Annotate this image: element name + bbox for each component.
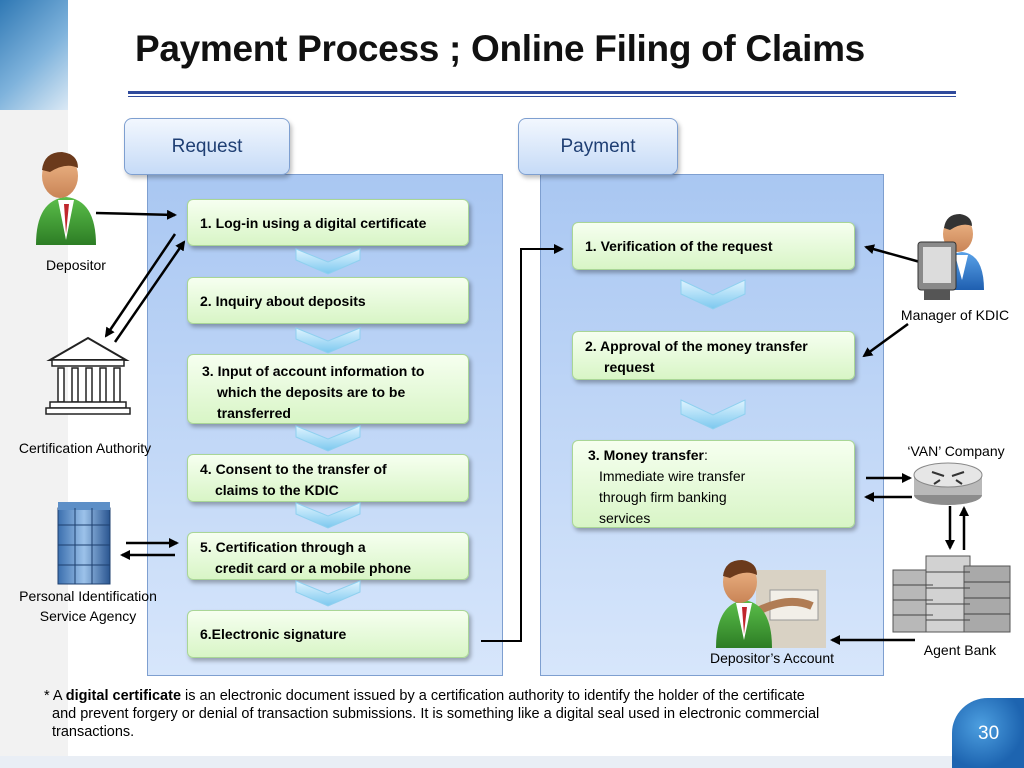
bank-office-buildings-icon [892, 555, 1011, 633]
arrow-login-to-ca [104, 233, 177, 338]
corner-decoration [0, 0, 68, 110]
office-building-icon [57, 502, 111, 585]
request-step-1: 1. Log-in using a digital certificate [187, 199, 469, 246]
title-rule-thin [128, 96, 956, 97]
footnote-term: digital certificate [65, 688, 182, 704]
request-step-1-text: 1. Log-in using a digital certificate [200, 215, 427, 231]
request-step-3: 3. Input of account information to which… [187, 354, 469, 424]
request-step-4: 4. Consent to the transfer of claims to … [187, 454, 469, 502]
footnote-prefix: * A [44, 688, 66, 704]
request-step-6: 6.Electronic signature [187, 610, 469, 658]
request-step-5: 5. Certification through a credit card o… [187, 532, 469, 580]
payment-step-2: 2. Approval of the money transfer reques… [572, 331, 855, 380]
agent-bank-label: Agent Bank [923, 642, 997, 658]
van-company-label: ‘VAN’ Company [907, 443, 1005, 459]
chevron-down-icon [680, 279, 746, 310]
chevron-down-icon [295, 327, 361, 354]
request-step-6-text: 6.Electronic signature [200, 626, 347, 642]
arrow-manager-to-approval [862, 322, 909, 358]
request-step-4-text: 4. Consent to the transfer of [200, 461, 387, 477]
slide-title: Payment Process ; Online Filing of Claim… [135, 28, 865, 69]
chevron-down-icon [680, 399, 746, 430]
payment-step-1-text: 1. Verification of the request [585, 238, 773, 254]
payment-step-2-line2: request [604, 359, 655, 375]
request-step-5-text: 5. Certification through a [200, 539, 366, 555]
bank-building-icon [45, 336, 131, 415]
footnote: * A digital certificate is an electronic… [44, 687, 964, 741]
request-step-3-line3: transferred [217, 405, 291, 421]
arrow-signature-to-verification [481, 244, 564, 642]
payment-step-3-text: 3. Money transfer [588, 447, 704, 463]
request-step-3-text: 3. Input of account information to [202, 363, 425, 379]
payment-step-3-line3: through firm banking [599, 489, 727, 505]
depositor-account-label: Depositor’s Account [710, 650, 834, 666]
arrow-depositor-to-login [95, 209, 177, 220]
depositor-account-icon [716, 560, 826, 648]
manager-label: Manager of KDIC [900, 307, 1010, 323]
depositor-person-icon [36, 152, 96, 245]
identification-agency-line1: Personal Identification [19, 588, 157, 604]
chevron-down-icon [295, 580, 361, 607]
payment-step-1: 1. Verification of the request [572, 222, 855, 270]
request-header: Request [124, 118, 290, 175]
title-rule [128, 91, 956, 94]
request-step-2: 2. Inquiry about deposits [187, 277, 469, 324]
payment-step-2-text: 2. Approval of the money transfer [585, 338, 808, 354]
footnote-line1: * A digital certificate is an electronic… [44, 687, 964, 705]
identification-agency-line2: Service Agency [39, 608, 137, 624]
footnote-line3: transactions. [52, 724, 135, 740]
footnote-line2: and prevent forgery or denial of transac… [52, 706, 820, 722]
payment-step-3-heading: 3. Money transfer: [588, 445, 844, 466]
request-step-4-line2: claims to the KDIC [215, 482, 339, 498]
payment-step-3-line4: services [599, 510, 651, 526]
certification-authority-label: Certification Authority [18, 440, 152, 456]
footnote-rest: is an electronic document issued by a ce… [181, 688, 805, 704]
chevron-down-icon [295, 502, 361, 529]
request-step-5-line2: credit card or a mobile phone [215, 560, 412, 576]
arrow-manager-to-verification [864, 244, 921, 264]
request-step-3-line2: which the deposits are to be [217, 384, 406, 400]
payment-step-3-colon: : [703, 447, 708, 463]
payment-step-3: 3. Money transfer: Immediate wire transf… [572, 440, 855, 528]
identification-agency-label: Personal Identification Service Agency [0, 586, 176, 626]
page-number: 30 [978, 723, 1000, 744]
router-icon [913, 462, 983, 505]
chevron-down-icon [295, 425, 361, 452]
chevron-down-icon [295, 248, 361, 275]
depositor-label: Depositor [46, 257, 106, 273]
payment-step-3-line2: Immediate wire transfer [599, 468, 746, 484]
payment-header: Payment [518, 118, 678, 175]
request-step-2-text: 2. Inquiry about deposits [200, 293, 366, 309]
bottom-strip [0, 756, 952, 768]
manager-computer-icon [917, 214, 984, 300]
page-number-badge: 30 [952, 698, 1024, 768]
arrow-ca-to-login [113, 240, 186, 343]
